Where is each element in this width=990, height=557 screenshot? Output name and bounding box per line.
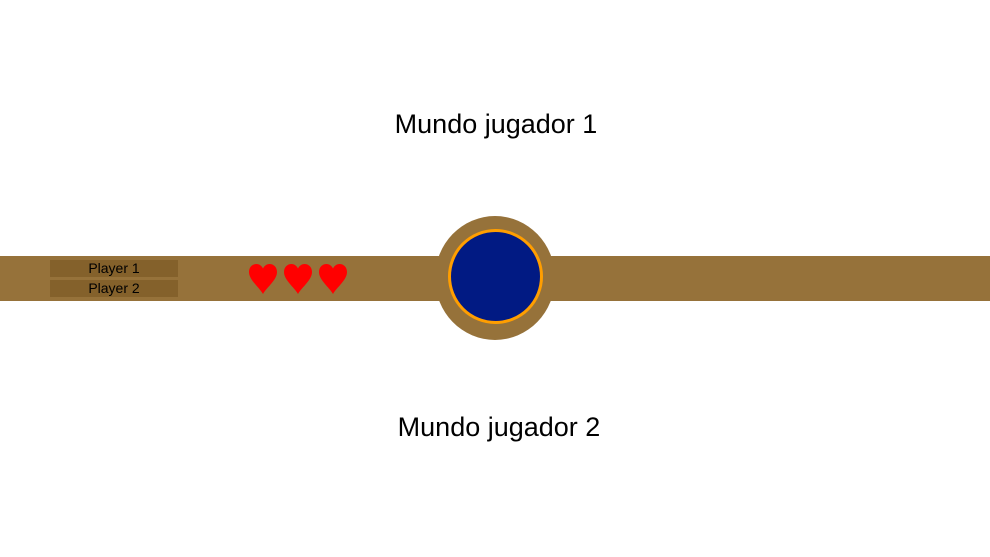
world-label-player-1: Mundo jugador 1: [394, 109, 598, 139]
portal-orb[interactable]: [448, 229, 543, 324]
player-1-button[interactable]: Player 1: [50, 260, 178, 277]
heart-icon: [284, 264, 312, 294]
world-label-player-2: Mundo jugador 2: [397, 412, 601, 442]
lives-hearts: [248, 263, 348, 297]
heart-icon: [249, 264, 277, 294]
player-2-button[interactable]: Player 2: [50, 280, 178, 297]
heart-icon: [319, 264, 347, 294]
